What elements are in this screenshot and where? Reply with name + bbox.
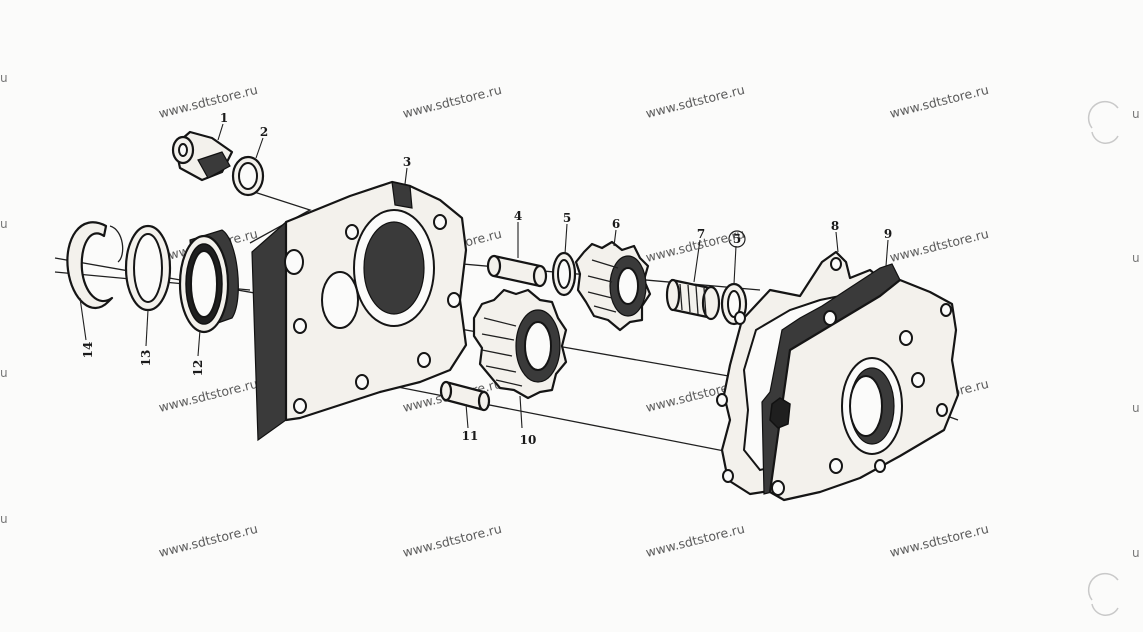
callout-3: 3	[403, 155, 411, 169]
edge-fragment: u	[0, 366, 8, 380]
part-thrust-washer	[551, 251, 577, 297]
callout-9: 9	[884, 227, 892, 241]
edge-fragment: u	[1132, 251, 1140, 265]
part-fitting	[171, 130, 234, 182]
part-needle-bearing	[665, 278, 721, 321]
watermark: www.sdtstore.ru	[644, 226, 746, 265]
callout-7: 7	[697, 227, 705, 241]
callout-14: 14	[81, 342, 95, 359]
watermark: www.sdtstore.ru	[888, 82, 990, 121]
callout-11: 11	[462, 429, 479, 443]
watermark: www.sdtstore.ru	[157, 521, 259, 560]
watermark: www.sdtstore.ru	[401, 82, 503, 121]
part-washer	[231, 155, 265, 197]
callout-2: 2	[260, 125, 268, 139]
edge-fragment: u	[0, 217, 8, 231]
watermark: www.sdtstore.ru	[157, 376, 259, 415]
callout-6: 6	[612, 217, 620, 231]
part-cover-plate	[761, 263, 960, 502]
binder-holes	[1087, 100, 1119, 616]
part-pin-large	[486, 254, 548, 288]
callout-5: 5	[563, 211, 571, 225]
part-seal	[178, 229, 239, 334]
watermark: www.sdtstore.ru	[888, 226, 990, 265]
watermark: www.sdtstore.ru	[644, 521, 746, 560]
watermark: www.sdtstore.ru	[401, 521, 503, 560]
edge-fragment: u	[0, 71, 8, 85]
callout-1: 1	[220, 111, 228, 125]
callout-13: 13	[139, 350, 153, 367]
callout-12: 12	[191, 360, 205, 377]
edge-fragment: u	[1132, 401, 1140, 415]
watermark: www.sdtstore.ru	[644, 82, 746, 121]
part-small-gear	[574, 240, 652, 332]
edge-fragments: u u u u u u u u	[0, 71, 1140, 560]
part-pin-small	[439, 380, 491, 412]
callout-4: 4	[514, 209, 522, 223]
callout-5b: 5	[733, 232, 741, 246]
part-large-gear	[472, 288, 568, 400]
part-snap-ring	[66, 221, 124, 309]
edge-fragment: u	[0, 512, 8, 526]
callouts: 1 2 3 4 5 6 7 5 8 9 10 11 12 13 14	[81, 111, 892, 447]
watermark: www.sdtstore.ru	[157, 82, 259, 121]
callout-5b-circle	[728, 230, 746, 248]
leader-lines	[79, 123, 889, 429]
part-pump-housing	[251, 180, 468, 442]
callout-10: 10	[520, 433, 537, 447]
part-ring	[124, 224, 172, 312]
edge-fragment: u	[1132, 546, 1140, 560]
watermark: www.sdtstore.ru	[888, 521, 990, 560]
edge-fragment: u	[1132, 107, 1140, 121]
callout-8: 8	[831, 219, 839, 233]
